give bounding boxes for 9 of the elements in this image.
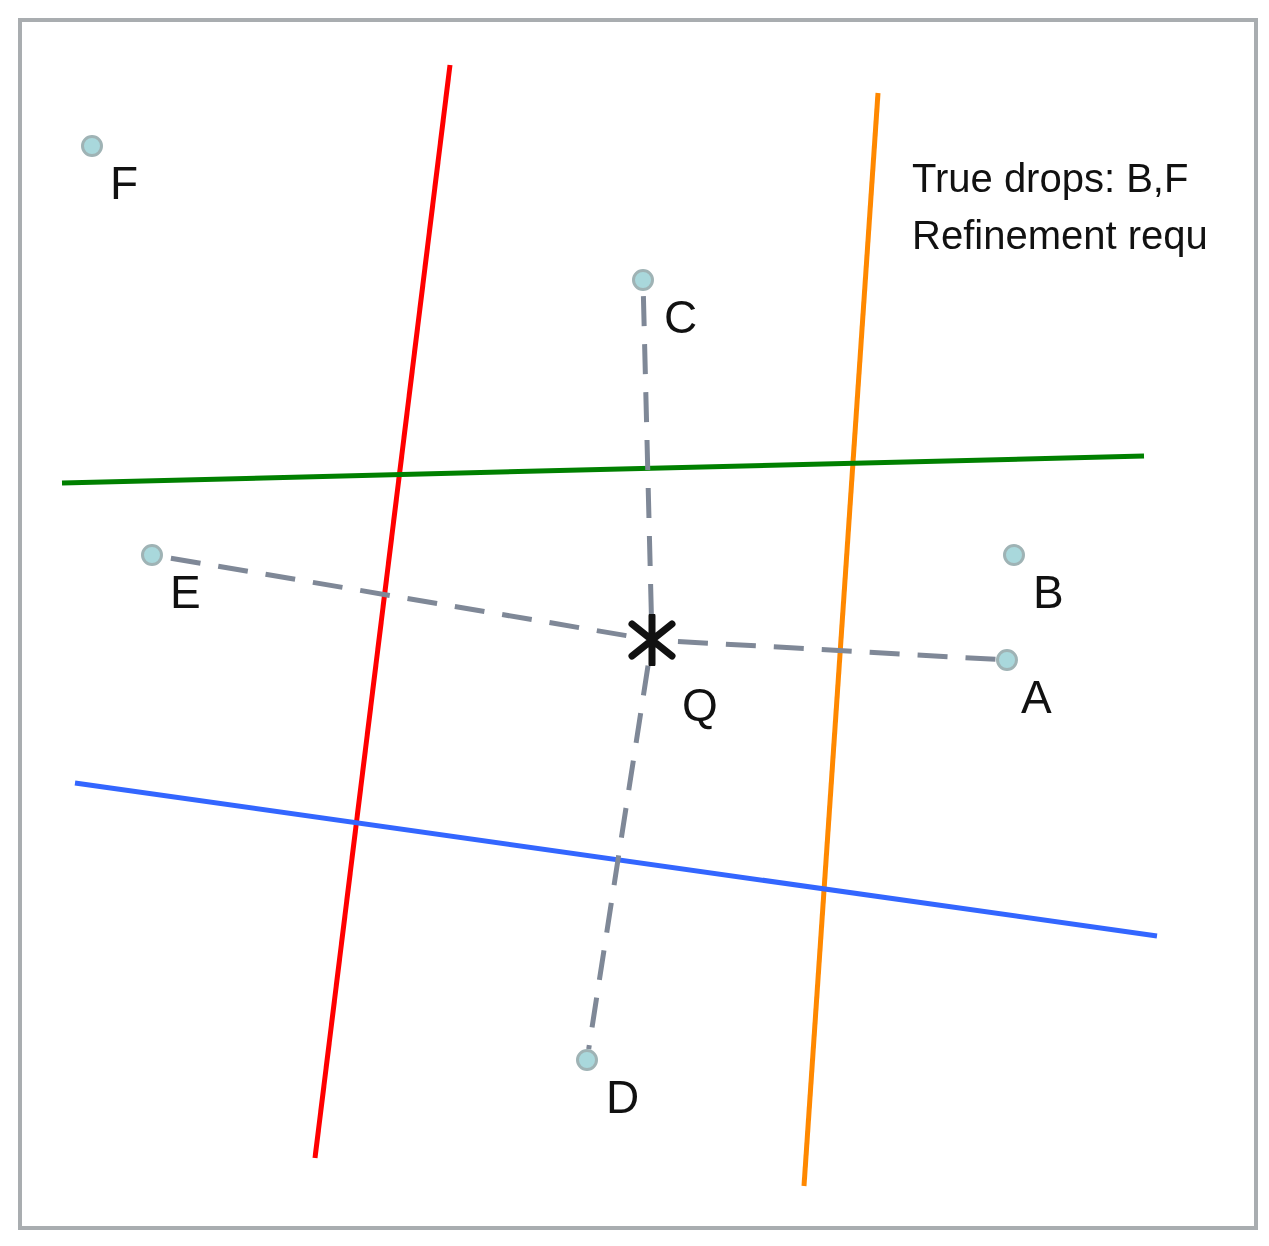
point-label: A [1021, 674, 1052, 720]
point-label: F [110, 160, 139, 206]
dashed-connector [677, 638, 997, 662]
dashed-connector [586, 665, 651, 1050]
point-label: C [664, 294, 698, 340]
point-label: Q [682, 682, 718, 728]
point-label: B [1033, 569, 1064, 615]
point-label: D [606, 1074, 640, 1120]
point-label: E [170, 569, 201, 615]
